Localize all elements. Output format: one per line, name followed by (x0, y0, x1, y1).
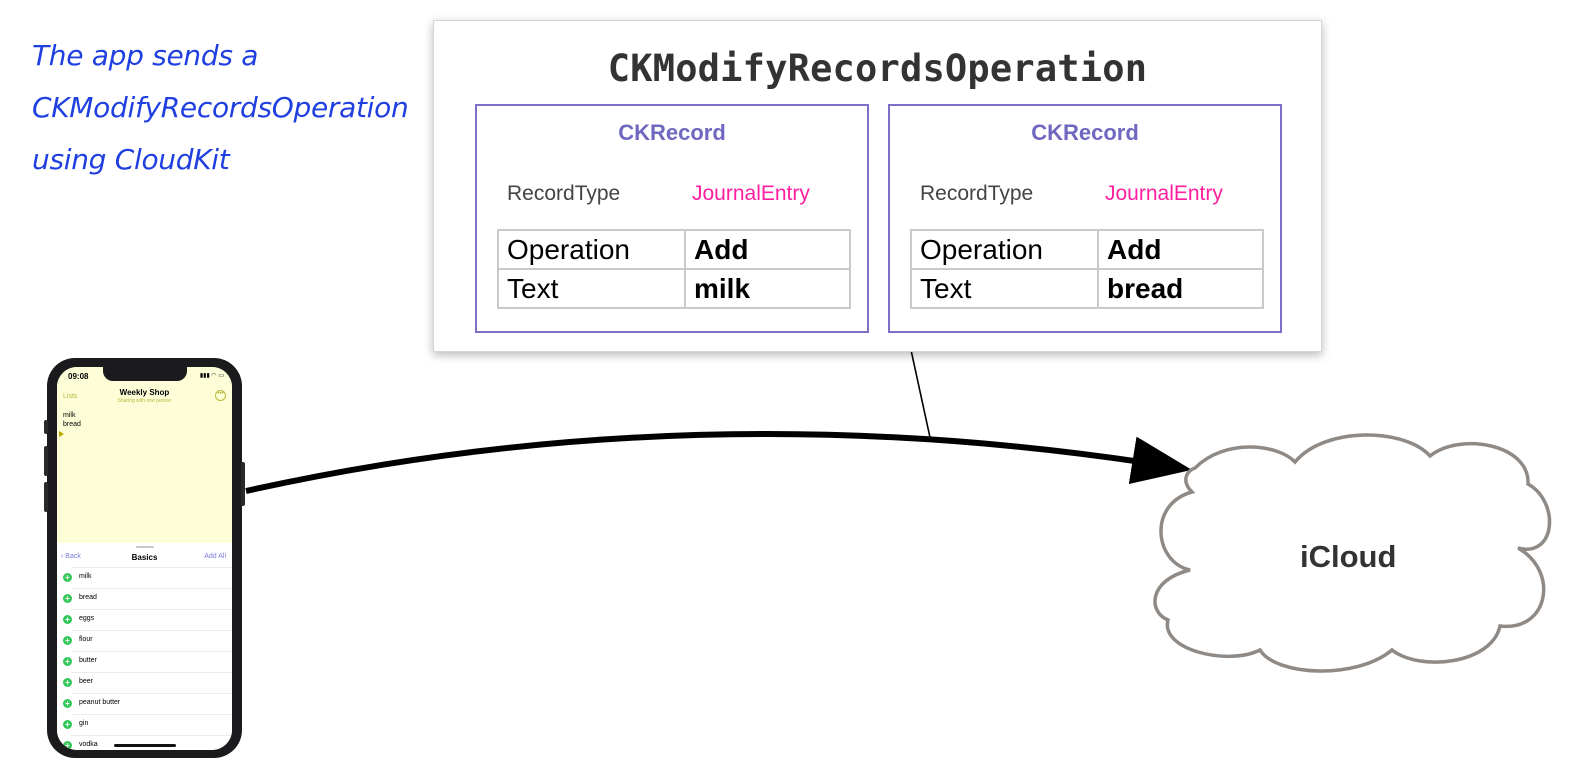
field-value: milk (684, 268, 851, 309)
record-type-value: JournalEntry (692, 182, 810, 205)
add-icon[interactable]: + (63, 678, 72, 687)
send-arrow (245, 431, 1192, 494)
table-row: Text milk (497, 268, 851, 309)
add-icon[interactable]: + (63, 636, 72, 645)
list-item[interactable]: + butter (63, 651, 232, 672)
record-type-value: JournalEntry (1105, 182, 1223, 205)
basics-list: +milk +bread +eggs +flour +butter +beer … (57, 567, 232, 750)
list-item[interactable]: milk (63, 412, 76, 419)
notch (102, 367, 187, 381)
ckrecord-title: CKRecord (618, 120, 726, 145)
ckrecord-title: CKRecord (1031, 120, 1139, 145)
ckrecord-card: CKRecord RecordType JournalEntry Operati… (888, 104, 1282, 333)
phone-screen: 09:08 ▮▮▮ ◠ ▭ Lists Weekly Shop Sharing … (57, 367, 232, 750)
list-item[interactable]: + beer (63, 672, 232, 693)
add-icon[interactable]: + (63, 720, 72, 729)
table-row: Operation Add (497, 229, 851, 270)
status-icons: ▮▮▮ ◠ ▭ (199, 373, 224, 379)
table-row: Text bread (910, 268, 1264, 309)
list-pane: 09:08 ▮▮▮ ◠ ▭ Lists Weekly Shop Sharing … (57, 367, 232, 543)
record-type-label: RecordType (507, 182, 621, 205)
lists-back-link[interactable]: Lists (63, 393, 78, 400)
field-key: Operation (497, 229, 686, 270)
field-key: Operation (910, 229, 1099, 270)
field-key: Text (497, 268, 686, 309)
field-value: Add (684, 229, 851, 270)
ckrecord-card: CKRecord RecordType JournalEntry Operati… (475, 104, 869, 333)
iphone-mockup: 09:08 ▮▮▮ ◠ ▭ Lists Weekly Shop Sharing … (44, 358, 245, 758)
field-key: Text (910, 268, 1099, 309)
field-value: bread (1097, 268, 1264, 309)
list-item[interactable]: bread (63, 421, 81, 428)
record-type-label: RecordType (920, 182, 1034, 205)
icloud-label: iCloud (1300, 539, 1397, 574)
caption-line: The app sends a (32, 39, 259, 72)
item-label: beer (79, 678, 94, 685)
add-all-button[interactable]: Add All (204, 553, 226, 560)
record-fields-table: Operation Add Text milk (497, 229, 851, 309)
operation-title: CKModifyRecordsOperation (607, 47, 1148, 90)
item-label: gin (79, 720, 89, 727)
status-time: 09:08 (68, 372, 89, 381)
table-row: Operation Add (910, 229, 1264, 270)
back-button[interactable]: ‹ Back (61, 553, 81, 560)
mute-switch (44, 420, 48, 434)
list-item[interactable]: + eggs (63, 609, 232, 630)
basics-sheet: ‹ Back Basics Add All + milk + bread + eggs… (57, 543, 232, 750)
list-item[interactable]: + flour (63, 630, 232, 651)
list-item[interactable]: + vodka (63, 735, 232, 750)
caption: The app sends a CKModifyRecordsOperation… (32, 30, 422, 186)
item-label: butter (79, 657, 97, 664)
add-icon[interactable]: + (63, 741, 72, 750)
add-icon[interactable]: + (63, 594, 72, 603)
list-item[interactable]: + bread (63, 588, 232, 609)
more-icon[interactable]: ••• (215, 390, 226, 401)
side-button (241, 462, 245, 506)
grab-handle[interactable] (135, 546, 154, 548)
record-fields-table: Operation Add Text bread (910, 229, 1264, 309)
caption-line: using CloudKit (32, 143, 230, 176)
list-item[interactable]: + peanut butter (63, 693, 232, 714)
list-subtitle: Sharing with one person (117, 398, 172, 404)
item-label: vodka (79, 741, 98, 748)
payload-link-line (910, 349, 932, 443)
item-label: milk (79, 573, 92, 580)
volume-down-button (44, 482, 48, 512)
sheet-title: Basics (131, 553, 158, 562)
add-icon[interactable]: + (63, 573, 72, 582)
add-icon[interactable]: + (63, 657, 72, 666)
add-icon[interactable]: + (63, 615, 72, 624)
add-icon[interactable]: + (63, 699, 72, 708)
list-item[interactable]: + milk (63, 567, 232, 588)
modify-records-operation-box: CKModifyRecordsOperation CKRecord Record… (433, 20, 1322, 352)
item-label: peanut butter (79, 699, 121, 706)
field-value: Add (1097, 229, 1264, 270)
list-item[interactable]: + gin (63, 714, 232, 735)
caret-icon (59, 431, 64, 437)
home-indicator[interactable] (113, 744, 176, 747)
caption-line: CKModifyRecordsOperation (32, 91, 409, 124)
item-label: bread (79, 594, 97, 601)
item-label: flour (79, 636, 93, 643)
item-label: eggs (79, 615, 95, 622)
icloud-cloud-shape (1153, 433, 1552, 673)
list-title: Weekly Shop (119, 388, 170, 397)
volume-up-button (44, 446, 48, 476)
